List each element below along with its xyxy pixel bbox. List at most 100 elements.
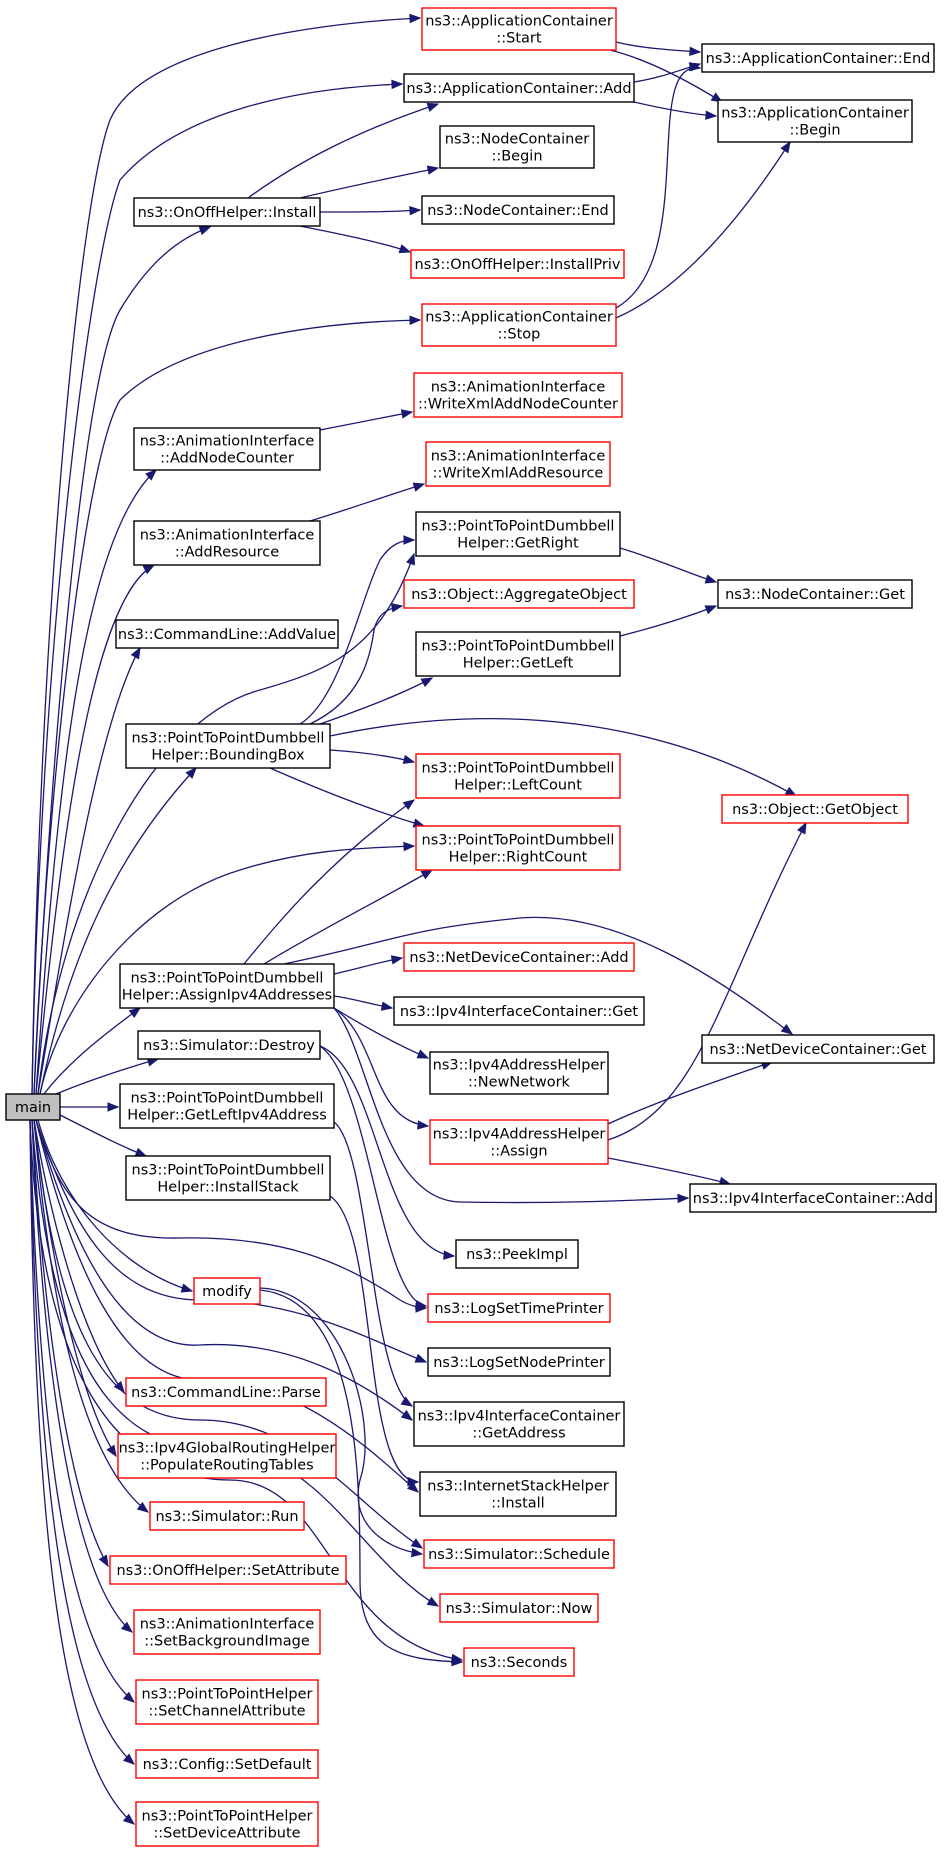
node-label: ::WriteXmlAddNodeCounter — [418, 397, 618, 413]
node-box — [439, 1593, 599, 1623]
arrowhead-icon — [98, 1554, 109, 1568]
node-p2p_setdevice[interactable]: ns3::PointToPointHelper::SetDeviceAttrib… — [135, 1801, 319, 1847]
node-ipv4ah_newnetwork[interactable]: ns3::Ipv4AddressHelper::NewNetwork — [429, 1051, 609, 1095]
node-sim_now[interactable]: ns3::Simulator::Now — [439, 1593, 599, 1623]
node-db_leftcount[interactable]: ns3::PointToPointDumbbellHelper::LeftCou… — [415, 753, 621, 799]
node-anim_setbg[interactable]: ns3::AnimationInterface::SetBackgroundIm… — [133, 1609, 321, 1655]
edge-line — [269, 767, 425, 827]
node-node_end[interactable]: ns3::NodeContainer::End — [421, 195, 615, 225]
node-anim_writexml_resource[interactable]: ns3::AnimationInterface::WriteXmlAddReso… — [425, 441, 611, 487]
node-box — [413, 372, 623, 418]
node-ndc_add[interactable]: ns3::NetDeviceContainer::Add — [403, 942, 635, 972]
edge-anim_addnodecounter-to-anim_writexml_nodecounter — [319, 409, 414, 431]
node-internetstack_install[interactable]: ns3::InternetStackHelper::Install — [419, 1471, 617, 1517]
node-label: ns3::AnimationInterface — [431, 380, 606, 396]
edge-main-to-app_stop — [33, 315, 422, 1095]
edge-line — [243, 799, 415, 965]
node-label: Helper::RightCount — [449, 850, 588, 866]
arrowhead-icon — [426, 1596, 440, 1607]
arrowhead-icon — [122, 1753, 136, 1765]
node-anim_writexml_nodecounter[interactable]: ns3::AnimationInterface::WriteXmlAddNode… — [413, 372, 623, 418]
edge-line — [37, 1119, 193, 1292]
arrowhead-icon — [198, 226, 212, 236]
edge-line — [615, 67, 701, 309]
node-label: ns3::OnOffHelper::Install — [138, 205, 317, 221]
node-anim_addnodecounter[interactable]: ns3::AnimationInterface::AddNodeCounter — [133, 427, 321, 471]
node-box — [463, 1647, 575, 1677]
edge-sim_destroy-to-peekimpl — [319, 1045, 456, 1260]
node-ndc_get[interactable]: ns3::NetDeviceContainer::Get — [701, 1034, 935, 1064]
node-main[interactable]: main — [5, 1093, 61, 1121]
edge-db_assignipv4-to-ipv4ic_add — [333, 1007, 690, 1204]
node-db_getleftipv4[interactable]: ns3::PointToPointDumbbellHelper::GetLeft… — [119, 1083, 335, 1129]
node-ipv4ah_assign[interactable]: ns3::Ipv4AddressHelper::Assign — [429, 1119, 609, 1165]
node-box — [149, 1501, 305, 1531]
edge-line — [333, 1007, 429, 1127]
node-db_rightcount[interactable]: ns3::PointToPointDumbbellHelper::RightCo… — [415, 825, 621, 871]
node-logsettime[interactable]: ns3::LogSetTimePrinter — [427, 1293, 611, 1323]
node-onoff_install[interactable]: ns3::OnOffHelper::Install — [133, 197, 321, 227]
node-nodecontainer_get[interactable]: ns3::NodeContainer::Get — [717, 579, 913, 609]
node-app_start[interactable]: ns3::ApplicationContainer::Start — [421, 7, 617, 51]
node-label: ns3::ApplicationContainer — [425, 310, 613, 326]
edge-line — [309, 483, 425, 522]
node-label: ns3::OnOffHelper::InstallPriv — [415, 257, 621, 273]
node-box — [125, 723, 331, 769]
node-db_assignipv4[interactable]: ns3::PointToPointDumbbellHelper::AssignI… — [119, 963, 335, 1009]
node-label: Helper::BoundingBox — [151, 748, 305, 764]
arrowhead-icon — [402, 799, 416, 810]
edge-main-to-db_getleftipv4 — [60, 1102, 120, 1112]
node-box — [421, 303, 617, 347]
edge-line — [319, 411, 413, 431]
arrowhead-icon — [400, 1409, 414, 1421]
node-app_end[interactable]: ns3::ApplicationContainer::End — [701, 43, 935, 73]
node-db_getright[interactable]: ns3::PointToPointDumbbellHelper::GetRigh… — [415, 511, 621, 557]
node-seconds[interactable]: ns3::Seconds — [463, 1647, 575, 1677]
node-onoff_setattribute[interactable]: ns3::OnOffHelper::SetAttribute — [109, 1555, 347, 1585]
arrowhead-icon — [107, 1102, 120, 1112]
edge-db_assignipv4-to-ipv4ah_newnetwork — [333, 1007, 430, 1059]
node-ipv4ic_add[interactable]: ns3::Ipv4InterfaceContainer::Add — [689, 1183, 937, 1213]
edge-db_installstack-to-internetstack_install — [329, 1195, 420, 1487]
arrowhead-icon — [136, 1501, 150, 1513]
node-node_begin[interactable]: ns3::NodeContainer::Begin — [439, 125, 595, 169]
node-ipv4ic_get[interactable]: ns3::Ipv4InterfaceContainer::Get — [393, 996, 645, 1026]
node-cmd_addvalue[interactable]: ns3::CommandLine::AddValue — [115, 619, 339, 649]
node-cmd_parse[interactable]: ns3::CommandLine::Parse — [125, 1377, 327, 1407]
edge-sim_destroy-to-logsettime — [319, 1045, 428, 1310]
node-db_installstack[interactable]: ns3::PointToPointDumbbellHelper::Install… — [125, 1155, 331, 1201]
node-label: ns3::InternetStackHelper — [427, 1479, 608, 1495]
node-config_setdefault[interactable]: ns3::Config::SetDefault — [135, 1749, 319, 1779]
node-object_getobject[interactable]: ns3::Object::GetObject — [721, 794, 909, 824]
edge-main-to-anim_addnodecounter — [35, 469, 157, 1095]
node-ipv4grh_populate[interactable]: ns3::Ipv4GlobalRoutingHelper::PopulateRo… — [117, 1433, 337, 1479]
node-label: ns3::NetDeviceContainer::Add — [409, 950, 628, 966]
edge-line — [35, 564, 155, 1095]
node-modify[interactable]: modify — [193, 1277, 261, 1305]
node-label: ::Begin — [789, 123, 840, 139]
node-logsetnode[interactable]: ns3::LogSetNodePrinter — [427, 1347, 611, 1377]
node-sim_schedule[interactable]: ns3::Simulator::Schedule — [423, 1539, 615, 1569]
node-peekimpl[interactable]: ns3::PeekImpl — [455, 1239, 579, 1269]
node-db_boundingbox[interactable]: ns3::PointToPointDumbbellHelper::Boundin… — [125, 723, 331, 769]
arrowhead-icon — [390, 603, 404, 613]
node-sim_run[interactable]: ns3::Simulator::Run — [149, 1501, 305, 1531]
node-sim_destroy[interactable]: ns3::Simulator::Destroy — [137, 1030, 321, 1060]
node-onoff_installpriv[interactable]: ns3::OnOffHelper::InstallPriv — [410, 249, 625, 279]
node-app_begin[interactable]: ns3::ApplicationContainer::Begin — [717, 99, 913, 143]
node-p2p_setchannel[interactable]: ns3::PointToPointHelper::SetChannelAttri… — [135, 1679, 319, 1725]
node-ipv4ic_getaddress[interactable]: ns3::Ipv4InterfaceContainer::GetAddress — [413, 1401, 625, 1447]
edge-line — [33, 319, 421, 1095]
edge-app_stop-to-app_end — [615, 61, 702, 309]
node-label: ns3::PointToPointDumbbell — [422, 519, 615, 535]
node-anim_addresource[interactable]: ns3::AnimationInterface::AddResource — [133, 520, 321, 566]
arrowhead-icon — [403, 535, 416, 545]
node-object_aggregate[interactable]: ns3::Object::AggregateObject — [403, 579, 635, 609]
node-app_add[interactable]: ns3::ApplicationContainer::Add — [403, 73, 635, 103]
edge-line — [299, 167, 439, 199]
edge-line — [299, 539, 415, 725]
edge-line — [619, 547, 717, 583]
edge-ipv4ah_assign-to-ndc_get — [607, 1060, 774, 1125]
node-app_stop[interactable]: ns3::ApplicationContainer::Stop — [421, 303, 617, 347]
